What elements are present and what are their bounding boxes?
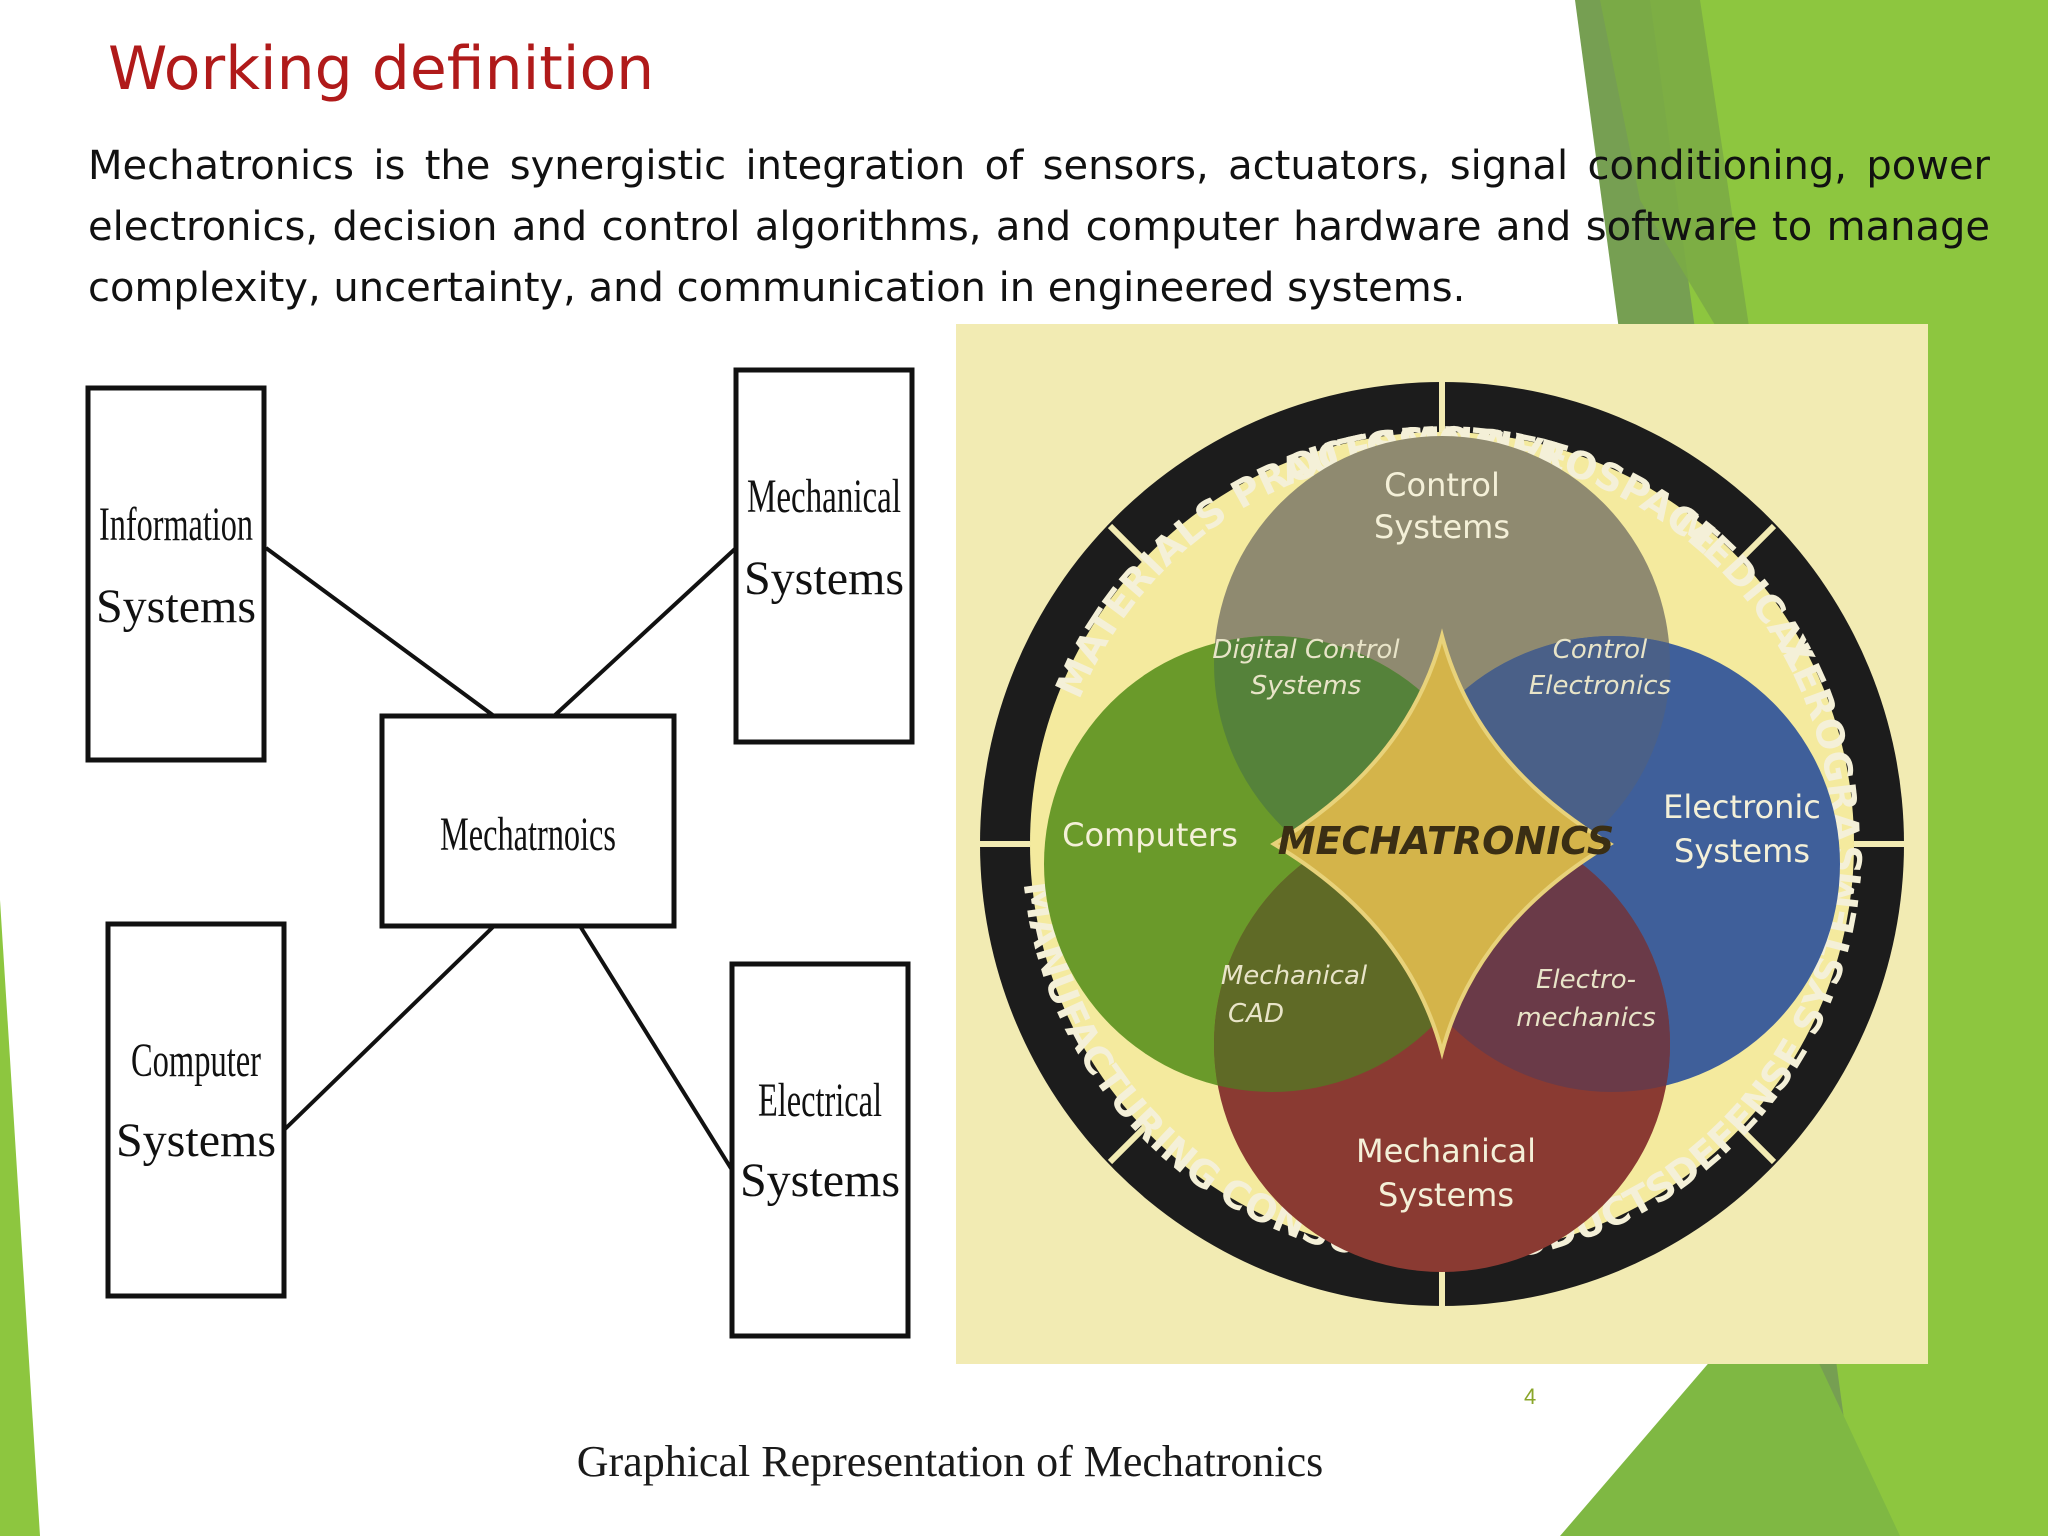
center-label: Mechatrnoics bbox=[440, 808, 616, 861]
label-control-electronics-2: Electronics bbox=[1529, 671, 1671, 701]
center-star bbox=[1270, 628, 1614, 1060]
node-mechanical-line2: Systems bbox=[744, 552, 904, 605]
slide-title: Working definition bbox=[108, 34, 655, 104]
definition-text: Mechatronics is the synergistic integrat… bbox=[88, 143, 1990, 311]
green-ribbon-mid bbox=[1600, 0, 1760, 400]
connector-computer bbox=[282, 924, 496, 1132]
slide-number: 4 bbox=[1524, 1384, 1537, 1409]
center-box bbox=[379, 713, 677, 929]
node-computer-box bbox=[105, 921, 287, 1299]
label-mechanical-2: Systems bbox=[1378, 1176, 1514, 1214]
figure-caption: Graphical Representation of Mechatronics bbox=[576, 1437, 1324, 1486]
center-label-mechatronics: MECHATRONICS bbox=[1278, 819, 1615, 863]
node-electrical-box bbox=[729, 961, 911, 1339]
label-electromechanics-1: Electro- bbox=[1536, 965, 1636, 995]
label-control-1: Control bbox=[1384, 466, 1500, 504]
green-sliver-left bbox=[0, 900, 40, 1536]
node-mechanical-box bbox=[733, 367, 915, 745]
green-corner-bottom bbox=[1560, 1280, 1900, 1536]
label-mechanical-1: Mechanical bbox=[1356, 1132, 1536, 1170]
label-control-electronics-1: Control bbox=[1553, 635, 1648, 665]
label-electromechanics-2: mechanics bbox=[1516, 1003, 1656, 1033]
block-diagram: Information Systems Mechanical Systems M… bbox=[80, 360, 940, 1360]
node-electrical-line2: Systems bbox=[740, 1154, 900, 1207]
label-digital-control-1: Digital Control bbox=[1212, 635, 1400, 665]
node-computer-line1: Computer bbox=[131, 1034, 261, 1087]
connector-information bbox=[264, 546, 496, 718]
label-electronic-2: Systems bbox=[1674, 832, 1810, 870]
label-computers: Computers bbox=[1062, 816, 1238, 854]
connector-electrical bbox=[578, 924, 734, 1172]
node-information-box bbox=[85, 385, 267, 763]
label-mechanical-cad-2: CAD bbox=[1228, 999, 1284, 1029]
node-electrical-line1: Electrical bbox=[758, 1074, 882, 1127]
node-information-line2: Systems bbox=[96, 580, 256, 633]
node-computer-line2: Systems bbox=[116, 1114, 276, 1167]
mechatronics-wheel: MATERIALS PROCESSING AUTOMOTIVE AEROSPAC… bbox=[956, 324, 1928, 1364]
label-digital-control-2: Systems bbox=[1251, 671, 1362, 701]
label-mechanical-cad-1: Mechanical bbox=[1221, 961, 1368, 991]
label-electronic-1: Electronic bbox=[1663, 788, 1821, 826]
node-information-line1: Information bbox=[99, 498, 253, 551]
label-control-2: Systems bbox=[1374, 508, 1510, 546]
connector-mechanical bbox=[552, 546, 738, 718]
node-mechanical-line1: Mechanical bbox=[747, 470, 901, 523]
